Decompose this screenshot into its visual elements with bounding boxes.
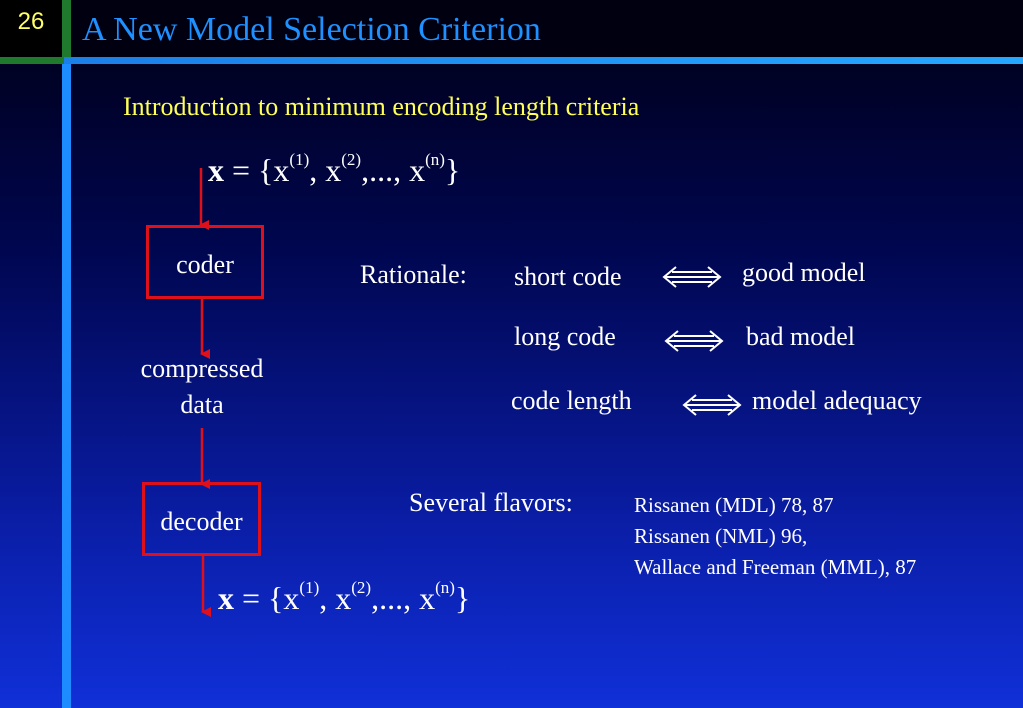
- formula-sup-2: (2): [341, 150, 362, 170]
- formula-equals: = {: [234, 580, 284, 616]
- formula-x: x: [273, 152, 290, 188]
- formula-close: }: [454, 580, 471, 616]
- formula-sep-2: ,..., x: [361, 152, 426, 188]
- coder-label: coder: [176, 250, 234, 279]
- decoder-label: decoder: [160, 507, 243, 536]
- formula-equals: = {: [224, 152, 274, 188]
- output-formula: x = {x(1), x(2),..., x(n)}: [218, 578, 471, 617]
- rationale-row-3-left: code length: [511, 386, 632, 415]
- slide-subtitle: Introduction to minimum encoding length …: [123, 92, 640, 121]
- accent-bar-horizontal-left: [0, 57, 64, 64]
- slide-number-box: 26: [0, 0, 62, 58]
- slide-number: 26: [17, 8, 45, 35]
- formula-bold-x: x: [218, 580, 234, 616]
- formula-sup-n: (n): [435, 578, 455, 598]
- formula-sup-n: (n): [425, 150, 445, 170]
- formula-sep-2: ,..., x: [371, 580, 436, 616]
- slide-title: A New Model Selection Criterion: [82, 11, 541, 48]
- rationale-row-1-right: good model: [742, 258, 866, 287]
- rationale-label: Rationale:: [360, 260, 467, 289]
- accent-bar-vertical-top: [62, 0, 71, 64]
- compressed-data-label: compressed data: [117, 351, 287, 423]
- flavors-label: Several flavors:: [409, 488, 573, 517]
- coder-box: coder: [146, 225, 264, 299]
- rationale-row-2-left: long code: [514, 322, 616, 351]
- formula-sup-2: (2): [351, 578, 372, 598]
- formula-bold-x: x: [208, 152, 224, 188]
- formula-close: }: [444, 152, 461, 188]
- formula-sup-1: (1): [289, 150, 310, 170]
- double-arrow-icon: [662, 266, 722, 288]
- formula-x: x: [283, 580, 300, 616]
- rationale-row-2-right: bad model: [746, 322, 856, 351]
- accent-bar-horizontal: [64, 57, 1023, 64]
- input-formula: x = {x(1), x(2),..., x(n)}: [208, 150, 461, 189]
- formula-sup-1: (1): [299, 578, 320, 598]
- rationale-row-3-right: model adequacy: [752, 386, 922, 415]
- rationale-row-1-left: short code: [514, 262, 622, 291]
- decoder-box: decoder: [142, 482, 261, 556]
- flavor-item: Rissanen (MDL) 78, 87: [634, 493, 834, 517]
- formula-sep-1: , x: [319, 580, 352, 616]
- flavor-item: Wallace and Freeman (MML), 87: [634, 555, 917, 579]
- compressed-line-2: data: [180, 390, 224, 419]
- accent-bar-vertical: [62, 64, 71, 708]
- double-arrow-icon: [682, 394, 742, 416]
- flavor-item: Rissanen (NML) 96,: [634, 524, 808, 548]
- flavors-list: Rissanen (MDL) 78, 87 Rissanen (NML) 96,…: [634, 490, 916, 583]
- double-arrow-icon: [664, 330, 724, 352]
- compressed-line-1: compressed: [140, 354, 264, 383]
- title-bar: [0, 0, 1023, 58]
- formula-sep-1: , x: [309, 152, 342, 188]
